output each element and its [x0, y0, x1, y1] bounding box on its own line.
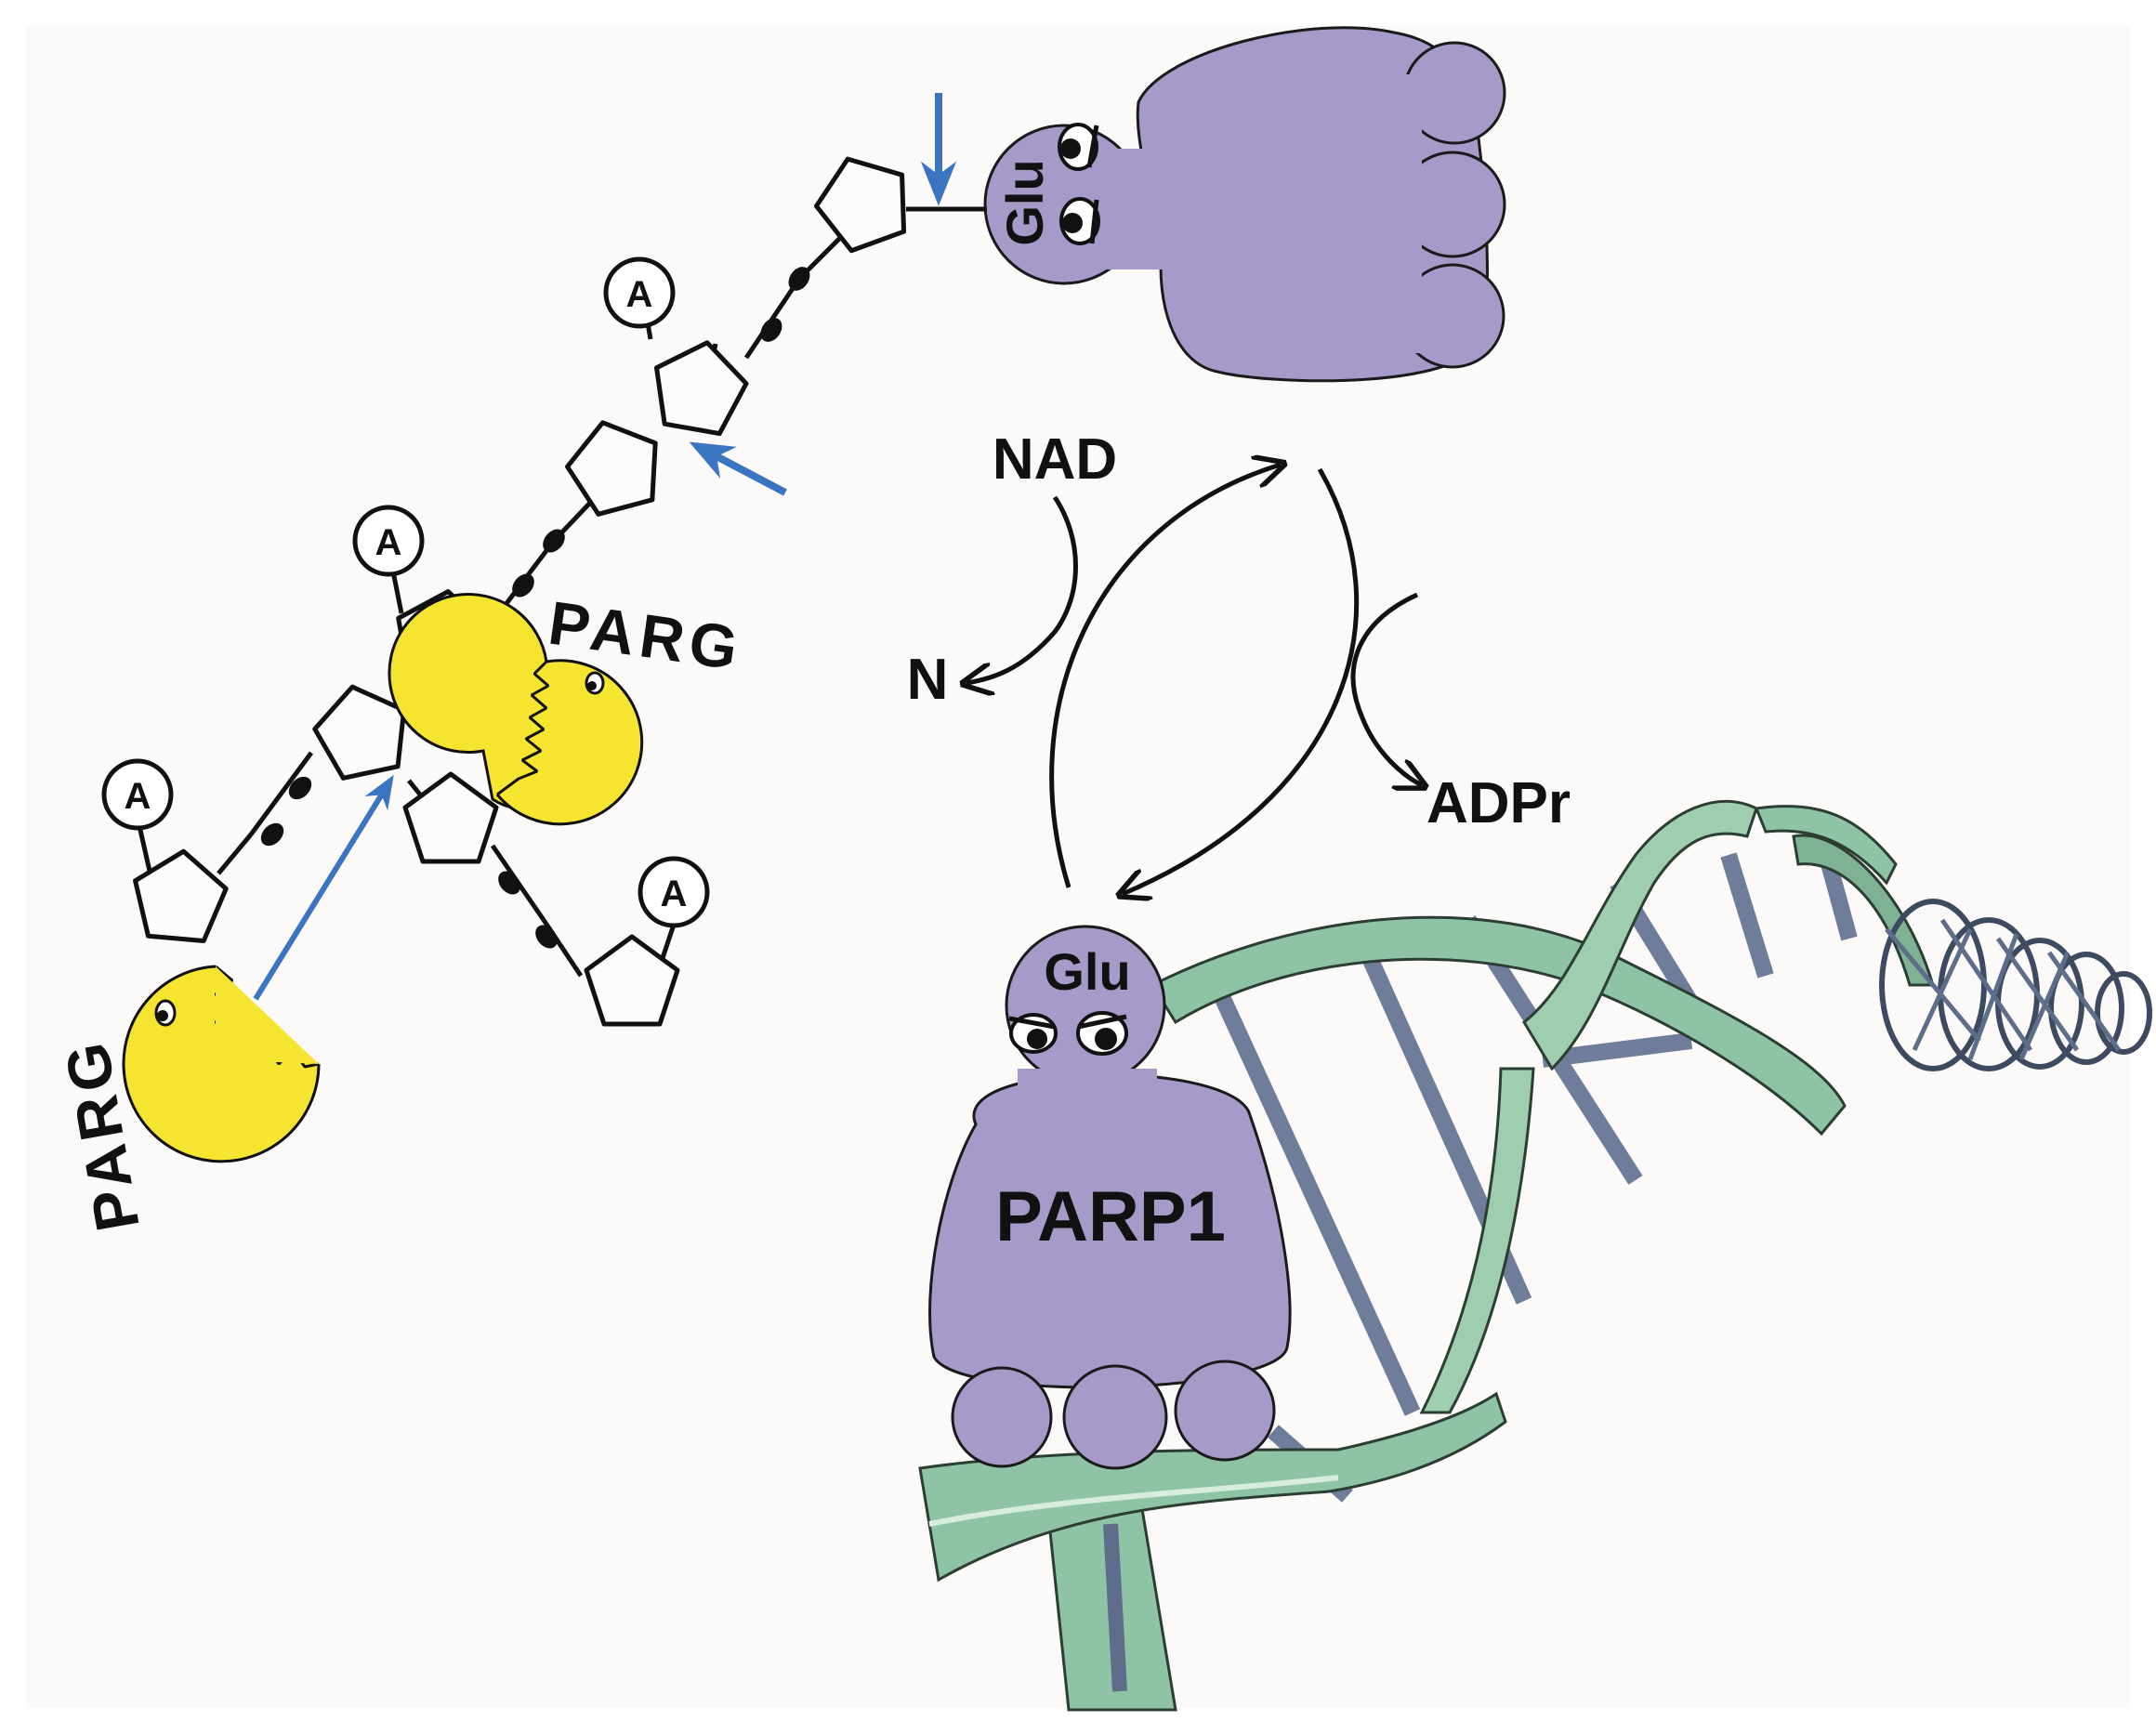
parp1-foot-3	[1174, 1360, 1276, 1462]
cleavage-arrow-mid	[689, 441, 787, 496]
parg-enzyme-large	[122, 965, 321, 1163]
adpr-label: ADPr	[1426, 771, 1571, 835]
adenine-label-3: A	[125, 776, 151, 817]
par-chain: A A A A	[101, 143, 987, 1024]
top-protein: Glu	[983, 26, 1506, 383]
cycle-arrow-down	[1123, 467, 1360, 894]
dna-receding-coils	[1754, 805, 2152, 1071]
adenine-label-1: A	[626, 274, 653, 315]
phosphate-dots	[260, 267, 810, 949]
cycle-arrow-up	[1049, 465, 1281, 888]
cleavage-arrow-parg-large	[253, 774, 394, 1001]
adenine-label-4: A	[661, 874, 688, 914]
parp1-glu-label: Glu	[1044, 942, 1130, 1001]
parp1-label: PARP1	[995, 1177, 1226, 1256]
dna-ribbon-upper	[1150, 915, 1847, 1136]
adpr-branch	[1350, 592, 1422, 785]
parp1-foot-1	[951, 1366, 1053, 1468]
reaction-cycle: NAD N ADPr	[907, 427, 1571, 894]
top-glu-label: Glu	[995, 159, 1054, 245]
dna-helix	[918, 799, 2152, 1712]
dna-ribbon-diagonal	[1522, 799, 1758, 1071]
parp1-protein: Glu PARP1	[928, 925, 1292, 1470]
adenine-groups: A A A A	[101, 256, 710, 928]
parp1-foot-2	[1062, 1364, 1168, 1470]
n-label: N	[907, 648, 949, 712]
dna-ribbon-long	[1419, 1067, 1535, 1414]
adenine-label-2: A	[375, 522, 402, 563]
nad-branch	[966, 495, 1078, 683]
nad-label: NAD	[993, 427, 1117, 492]
parg-enzyme-small	[388, 593, 644, 826]
